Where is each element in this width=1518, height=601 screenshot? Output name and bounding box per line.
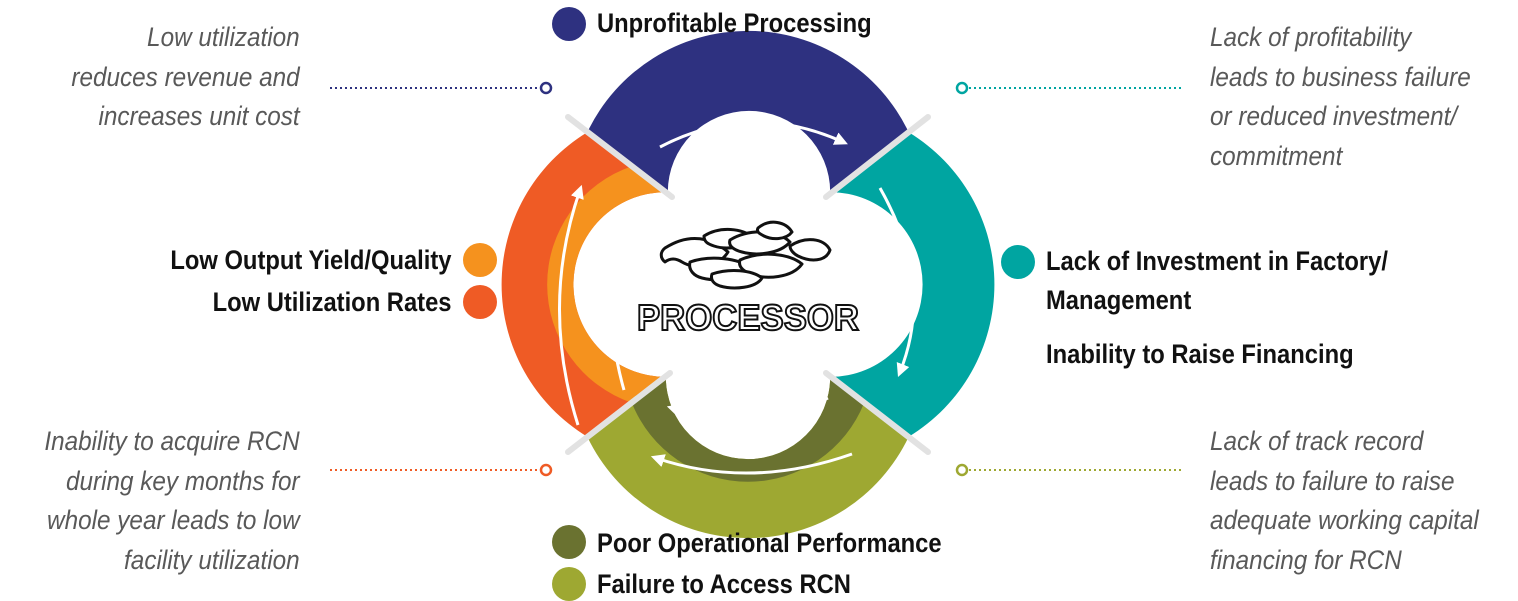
note-line: financing for RCN	[1210, 544, 1402, 575]
connector-dot-top-left	[539, 81, 553, 95]
arrow-bottom-outer-icon	[650, 452, 853, 475]
ring-segment-low-utilization-rates	[501, 132, 666, 437]
label-unprofitable-processing: Unprofitable Processing	[597, 8, 872, 38]
note-line: leads to failure to raise	[1210, 465, 1455, 496]
note-top-left: Low utilization reduces revenue and incr…	[72, 18, 300, 137]
legend-dot-failure-to-access-rcn	[552, 567, 586, 601]
ring-segment-low-output-yield	[547, 166, 666, 403]
label-lack-of-investment-line1: Lack of Investment in Factory/	[1046, 246, 1388, 276]
note-line: reduces revenue and	[71, 61, 300, 92]
label-lack-of-investment-line2: Management	[1046, 285, 1192, 315]
note-bottom-left: Inability to acquire RCN during key mont…	[45, 422, 300, 580]
arrow-top-icon	[659, 120, 848, 149]
note-bottom-right: Lack of track record leads to failure to…	[1210, 422, 1479, 580]
arrow-left-outer-icon	[558, 184, 584, 426]
label-inability-to-raise-financing: Inability to Raise Financing	[1046, 339, 1354, 369]
ring-segment-unprofitable-processing	[587, 30, 909, 193]
connector-dot-bottom-right	[955, 463, 969, 477]
label-poor-operational-performance: Poor Operational Performance	[597, 528, 942, 558]
segment-dividers	[565, 114, 931, 455]
legend-dot-poor-operational-performance	[552, 525, 586, 559]
note-line: Inability to acquire RCN	[44, 426, 300, 456]
legend-dot-lack-of-investment	[1001, 245, 1035, 279]
note-line: whole year leads to low	[47, 505, 300, 535]
note-line: during key months for	[66, 465, 301, 496]
note-line: commitment	[1210, 140, 1343, 171]
arrow-right-icon	[878, 187, 916, 378]
note-line: Lack of track record	[1210, 426, 1424, 456]
legend-dot-unprofitable-processing	[552, 7, 586, 41]
arrow-bottom-inner-icon	[666, 396, 829, 420]
note-line: facility utilization	[124, 544, 300, 575]
legend-dot-low-utilization-rates	[463, 285, 497, 319]
ring-segment-lack-of-investment	[830, 132, 995, 437]
label-low-utilization-rates: Low Utilization Rates	[213, 287, 452, 317]
arrow-left-inner-icon	[610, 204, 632, 391]
note-line: adequate working capital	[1210, 505, 1479, 535]
note-line: increases unit cost	[98, 101, 300, 131]
legend-dot-low-output-yield	[463, 243, 497, 277]
connector-dot-bottom-left	[539, 463, 553, 477]
connector-dot-top-right	[955, 81, 969, 95]
cashew-nuts-icon	[659, 220, 832, 290]
label-failure-to-access-rcn: Failure to Access RCN	[597, 569, 851, 599]
note-line: Low utilization	[147, 22, 300, 52]
note-line: leads to business failure	[1210, 61, 1471, 92]
note-top-right: Lack of profitability leads to business …	[1210, 18, 1471, 176]
center-label: PROCESSOR	[637, 297, 859, 338]
label-low-output-yield: Low Output Yield/Quality	[170, 245, 452, 275]
note-line: Lack of profitability	[1210, 22, 1412, 52]
note-line: or reduced investment/	[1210, 101, 1458, 131]
ring-segment-poor-operational-performance	[631, 376, 865, 482]
